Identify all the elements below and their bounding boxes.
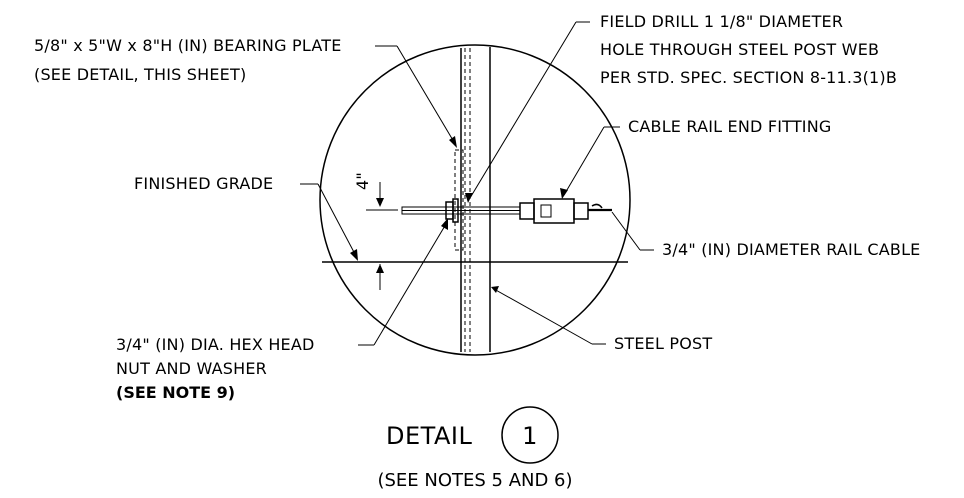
finished-grade-leader [300,183,358,261]
rail-cable-leader [611,211,654,251]
field-drill-label-line3: PER STD. SPEC. SECTION 8-11.3(1)B [600,68,897,87]
bearing-plate-label-line1: 5/8" x 5"W x 8"H (IN) BEARING PLATE [34,36,342,55]
bearing-plate-label-line2: (SEE DETAIL, THIS SHEET) [34,65,246,84]
bearing-plate-leader [375,45,457,148]
detail-title: DETAIL [386,422,472,450]
detail-subtitle: (SEE NOTES 5 AND 6) [377,470,572,491]
detail-number: 1 [522,422,538,450]
steel-post [460,47,491,352]
rail-cable-label: 3/4" (IN) DIAMETER RAIL CABLE [662,240,921,259]
hex-nut-label-line1: 3/4" (IN) DIA. HEX HEAD [116,335,315,354]
detail-circle [319,44,631,356]
field-drill-label-line2: HOLE THROUGH STEEL POST WEB [600,40,879,59]
hex-nut-label-line3: (SEE NOTE 9) [116,383,235,402]
finished-grade-label: FINISHED GRADE [134,174,273,193]
rail-cable [588,203,612,212]
end-fitting-leader [560,126,620,199]
field-drill-label-line1: FIELD DRILL 1 1/8" DIAMETER [600,12,843,31]
dimension-marker [366,182,398,290]
dimension-label: 4" [353,172,372,190]
hex-nut-leader [358,218,448,346]
bearing-plate [454,149,464,251]
hex-nut-and-washer [445,198,459,223]
cable-rail-end-fitting [519,198,589,224]
steel-post-leader [491,286,606,345]
steel-post-label: STEEL POST [614,334,712,353]
detail-number-circle [501,406,559,464]
end-fitting-label: CABLE RAIL END FITTING [628,117,832,136]
field-drill-leader [465,21,590,203]
hex-nut-label-line2: NUT AND WASHER [116,359,267,378]
